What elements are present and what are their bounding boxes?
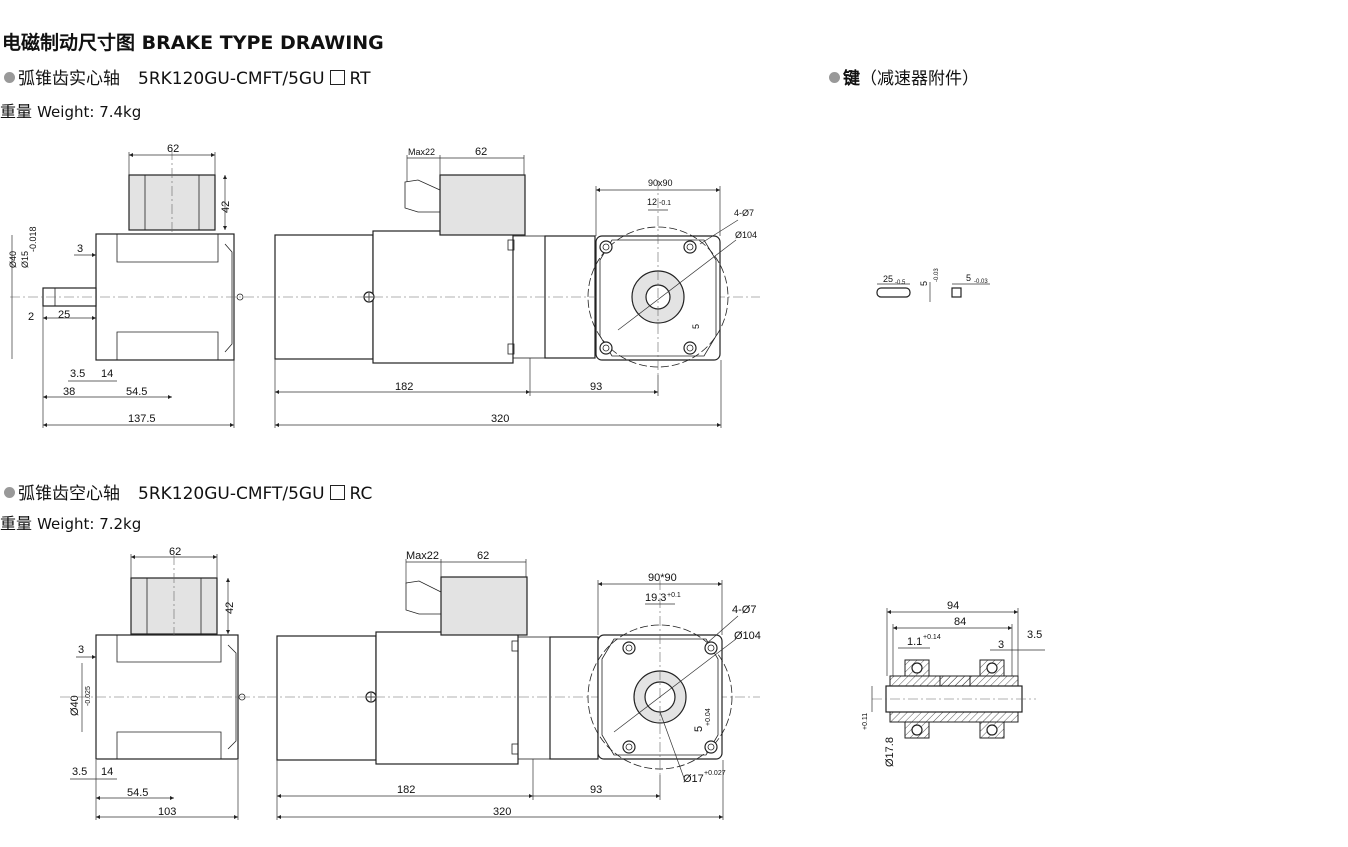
dim-90x90: 90x90 xyxy=(648,178,673,188)
dim-137-5: 137.5 xyxy=(128,413,156,425)
weight-value: Weight: 7.4kg xyxy=(37,103,142,121)
motor-body xyxy=(375,631,519,765)
bullet-icon xyxy=(829,72,840,83)
hollow-shaft-heading: 弧锥齿空心轴 5RK120GU-CMFT/5GU RC xyxy=(4,479,372,504)
dim-holes: 4-Ø7 xyxy=(734,208,754,218)
dim-182: 182 xyxy=(397,784,415,796)
dim-d40-tol: -0.025 xyxy=(85,686,92,706)
dim-62: 62 xyxy=(169,546,181,558)
dim-93: 93 xyxy=(590,784,602,796)
dim-pcd: Ø104 xyxy=(734,630,761,642)
dim-182: 182 xyxy=(395,381,413,393)
dim-12: 12 xyxy=(647,197,657,207)
dim-d17-8: Ø17.8 xyxy=(884,737,896,767)
dim-3-5: 3.5 xyxy=(1027,629,1042,641)
dim-3: 3 xyxy=(998,639,1004,651)
dim-2: 2 xyxy=(28,311,34,323)
dim-holes: 4-Ø7 xyxy=(732,604,756,616)
dim-d40: Ø40 xyxy=(8,251,18,268)
dim-54-5: 54.5 xyxy=(126,386,147,398)
dim-max22: Max22 xyxy=(408,147,435,157)
dim-d15-tol: -0.018 xyxy=(28,226,38,252)
dim-84: 84 xyxy=(954,616,966,628)
bullet-icon xyxy=(4,487,15,498)
dim-side-62: 62 xyxy=(475,146,487,158)
dim-d40: Ø40 xyxy=(69,695,81,716)
solid-shaft-heading: 弧锥齿实心轴 5RK120GU-CMFT/5GU RT xyxy=(4,64,371,89)
dim-14: 14 xyxy=(101,368,113,380)
bullet-icon xyxy=(4,72,15,83)
solid-model-suffix: RT xyxy=(349,69,371,89)
solid-shaft-label: 弧锥齿实心轴 xyxy=(18,69,120,89)
page-title: 电磁制动尺寸图 BRAKE TYPE DRAWING xyxy=(2,32,384,54)
square-placeholder-icon xyxy=(329,485,345,500)
dim-19-3: 19.3 xyxy=(645,592,666,604)
key-drawing: 25 -0.5 5 -0.03 5 -0.03 xyxy=(876,268,990,302)
dim-d17: Ø17 xyxy=(683,773,704,785)
key-dim-5b: 5 xyxy=(966,273,971,283)
dim-d17-tol: +0.027 xyxy=(704,770,726,777)
dim-38: 38 xyxy=(63,386,75,398)
key-label: 键 xyxy=(843,69,860,89)
dim-42: 42 xyxy=(224,602,236,614)
dim-19-3-tol: +0.1 xyxy=(667,592,681,599)
key-heading: 键（减速器附件） xyxy=(829,64,979,89)
dim-key-5: 5 xyxy=(693,726,705,732)
dim-320: 320 xyxy=(493,806,511,818)
solid-side-view: Max22 62 90x90 12 -0.1 4-Ø7 Ø104 5 182 9… xyxy=(265,146,760,428)
hollow-weight: 重量 Weight: 7.2kg xyxy=(0,510,141,534)
key-dim-5b-tol: -0.03 xyxy=(974,279,988,285)
hollow-model-number: 5RK120GU-CMFT/5GU xyxy=(138,484,325,504)
dim-side-62: 62 xyxy=(477,550,489,562)
dim-320: 320 xyxy=(491,413,509,425)
dim-62: 62 xyxy=(167,143,179,155)
solid-model-number: 5RK120GU-CMFT/5GU xyxy=(138,69,325,89)
dim-42: 42 xyxy=(220,201,232,213)
dim-key-5-tol: +0.04 xyxy=(705,708,712,726)
solid-weight: 重量 Weight: 7.4kg xyxy=(0,98,141,122)
square-placeholder-icon xyxy=(329,70,345,85)
hollow-front-view: 62 42 3 Ø40 -0.025 3.5 14 54.5 103 xyxy=(60,546,265,820)
dim-key-5: 5 xyxy=(691,324,701,329)
dim-14: 14 xyxy=(101,766,113,778)
shaft-section-drawing: 94 84 1.1 +0.14 3 3.5 Ø17.8 +0.11 xyxy=(862,600,1045,767)
key-dim-25-tol: -0.5 xyxy=(895,280,906,286)
dim-94: 94 xyxy=(947,600,959,612)
dim-3-5: 3.5 xyxy=(72,766,87,778)
dim-d15: Ø15 xyxy=(20,251,30,268)
terminal-box xyxy=(128,174,216,231)
hollow-side-view: Max22 62 90*90 19.3 +0.1 4-Ø7 Ø104 5 +0.… xyxy=(267,550,761,820)
key-sublabel: （减速器附件） xyxy=(860,69,979,89)
brake-section xyxy=(276,635,377,761)
weight-label-cn: 重量 xyxy=(0,102,33,121)
weight-value: Weight: 7.2kg xyxy=(37,515,142,533)
dim-1-1: 1.1 xyxy=(907,636,922,648)
dim-d17-8-tol: +0.11 xyxy=(862,713,869,730)
weight-label-cn: 重量 xyxy=(0,514,33,533)
dim-pcd: Ø104 xyxy=(735,230,757,240)
dim-12-tol: -0.1 xyxy=(659,200,671,207)
dim-3-5: 3.5 xyxy=(70,368,85,380)
dim-1-1-tol: +0.14 xyxy=(923,634,941,641)
side-terminal-box xyxy=(439,174,526,236)
dim-3: 3 xyxy=(78,644,84,656)
hollow-model-suffix: RC xyxy=(349,484,373,504)
dim-93: 93 xyxy=(590,381,602,393)
dim-54-5: 54.5 xyxy=(127,787,148,799)
solid-front-view: 62 42 Ø40 Ø15 -0.018 3 2 25 3.5 14 38 54… xyxy=(8,143,265,428)
dim-3: 3 xyxy=(77,243,83,255)
dim-25: 25 xyxy=(58,309,70,321)
dim-max22: Max22 xyxy=(406,550,439,562)
key-dim-5a: 5 xyxy=(919,281,929,286)
key-dim-5a-tol: -0.03 xyxy=(934,268,940,282)
dim-103: 103 xyxy=(158,806,176,818)
key-dim-25: 25 xyxy=(883,274,893,284)
side-terminal-box xyxy=(440,576,528,636)
hollow-shaft-label: 弧锥齿空心轴 xyxy=(18,484,120,504)
dim-90x90: 90*90 xyxy=(648,572,677,584)
